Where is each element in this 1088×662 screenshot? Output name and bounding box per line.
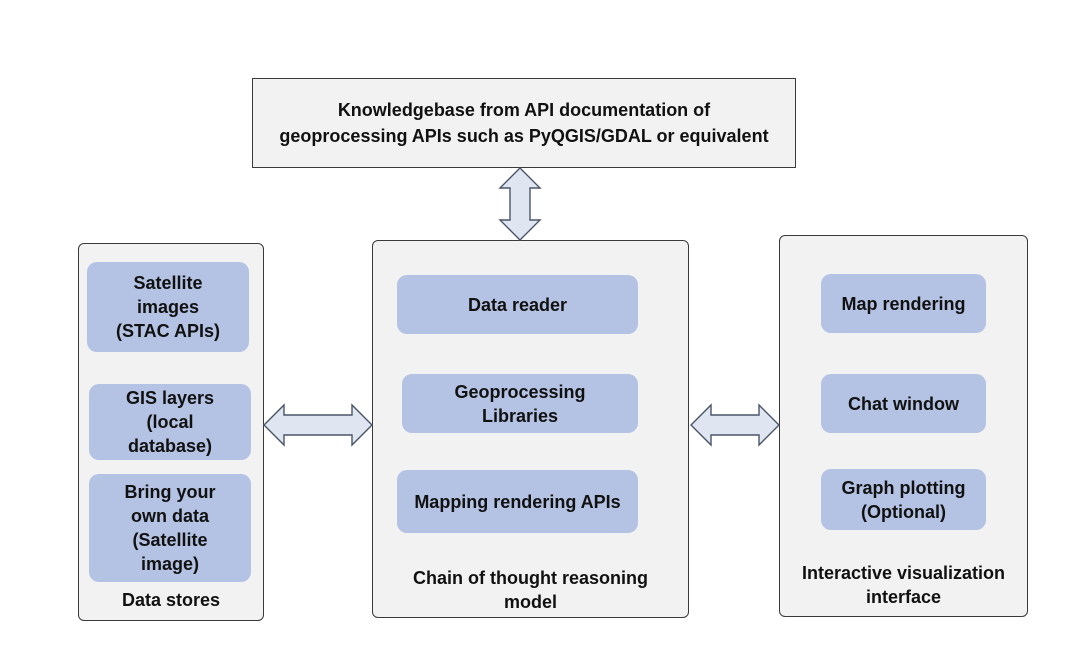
knowledgebase-text: Knowledgebase from API documentation of … [279,100,769,146]
visualization-item-graph-plotting: Graph plotting (Optional) [821,469,986,530]
reasoning-item-geoprocessing-libraries: Geoprocessing Libraries [402,374,638,433]
data-store-gis-layers: GIS layers (local database) [89,384,251,460]
reasoning-item-mapping-rendering-apis: Mapping rendering APIs [397,470,638,533]
reasoning-model-panel: Data reader Geoprocessing Libraries Mapp… [372,240,689,618]
arrow-datastores-reasoning [263,403,373,447]
visualization-panel: Map rendering Chat window Graph plotting… [779,235,1028,617]
visualization-title: Interactive visualization interface [801,563,1006,607]
visualization-item-map-rendering: Map rendering [821,274,986,333]
data-stores-title: Data stores [121,590,221,610]
reasoning-item-data-reader: Data reader [397,275,638,334]
data-store-bring-your-own-data: Bring your own data (Satellite image) [89,474,251,582]
visualization-item-chat-window: Chat window [821,374,986,433]
arrow-knowledgebase-reasoning [498,167,542,241]
reasoning-model-title: Chain of thought reasoning model [413,568,648,612]
arrow-reasoning-visualization [690,403,780,447]
data-stores-panel: Satellite images (STAC APIs) GIS layers … [78,243,264,621]
knowledgebase-panel: Knowledgebase from API documentation of … [252,78,796,168]
data-store-satellite-images: Satellite images (STAC APIs) [87,262,249,352]
